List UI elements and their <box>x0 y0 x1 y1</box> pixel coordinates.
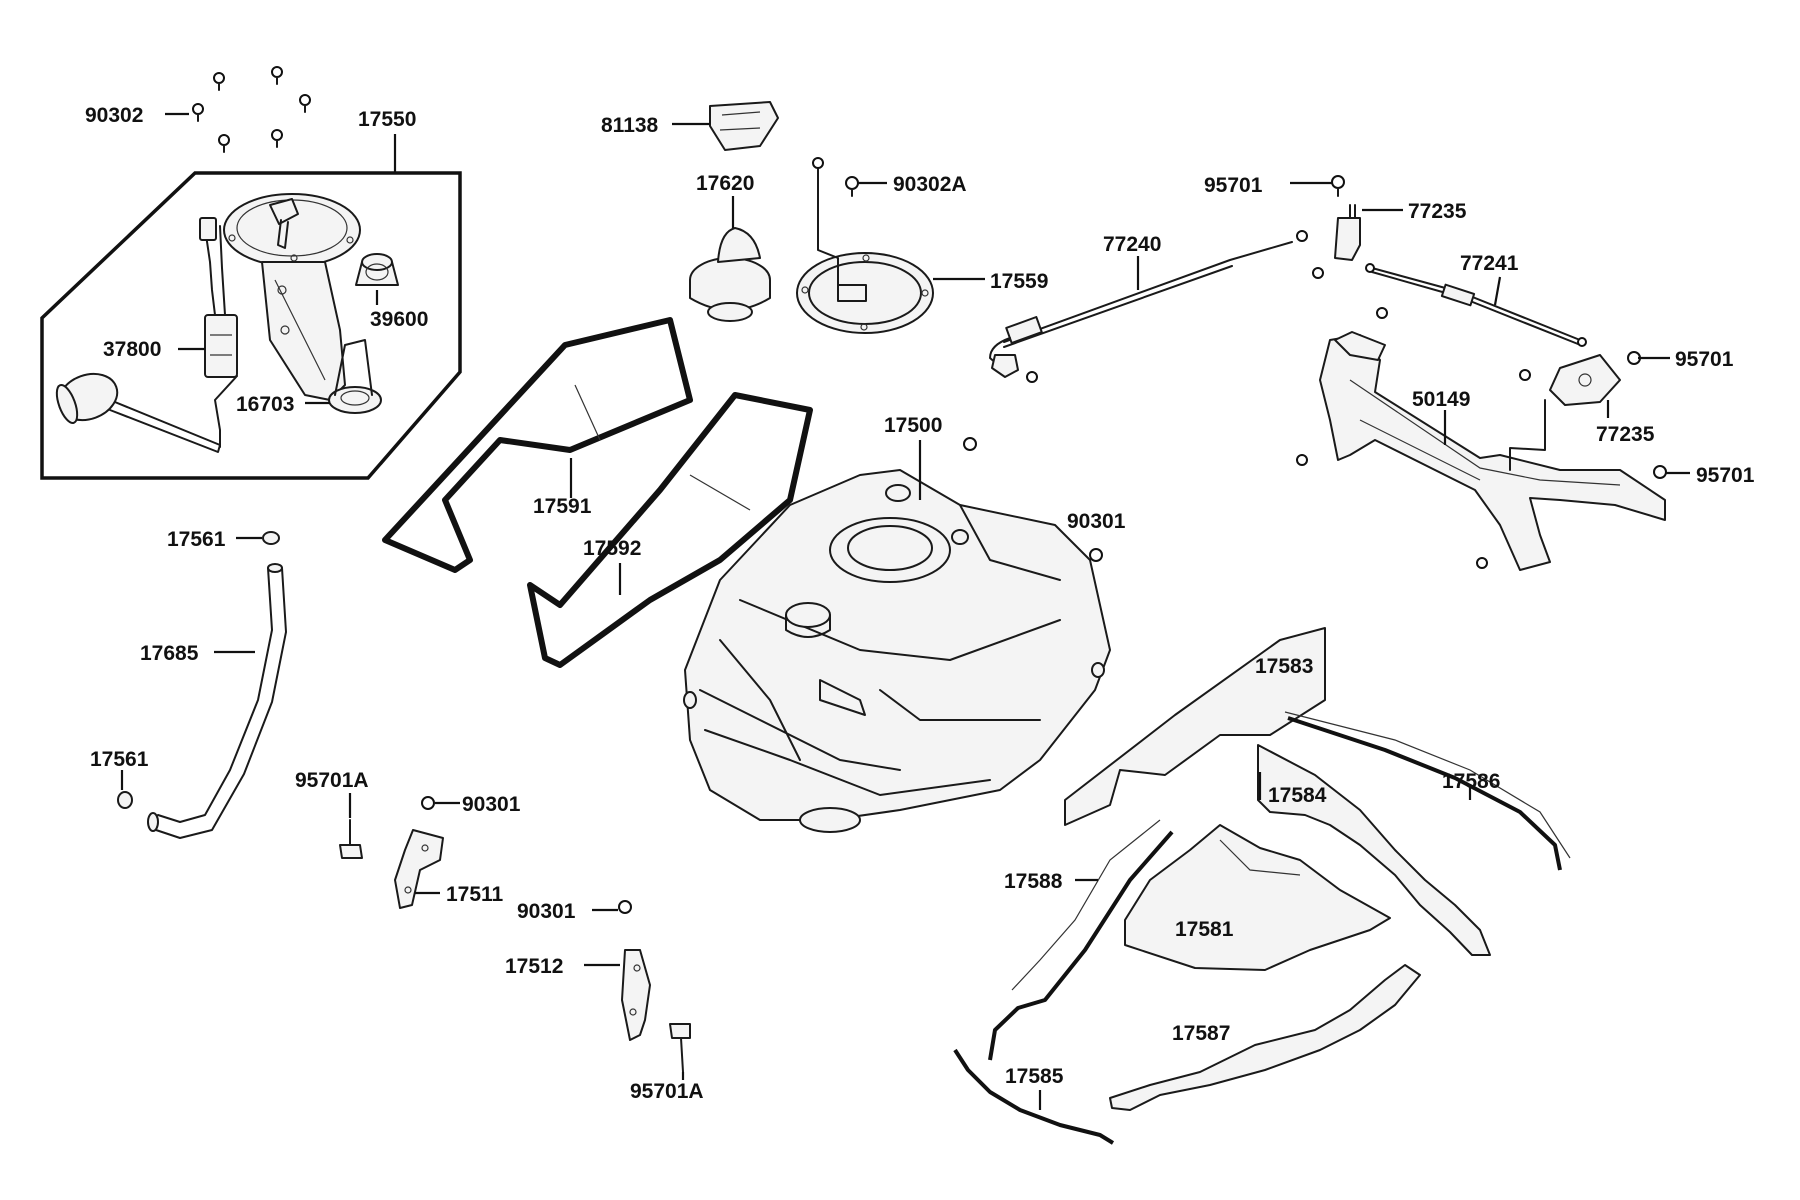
label-39600: 39600 <box>370 308 428 331</box>
label-17561-low: 17561 <box>90 748 149 771</box>
label-17592: 17592 <box>583 537 641 560</box>
label-81138: 81138 <box>601 114 659 137</box>
label-95701A-top: 95701A <box>295 769 369 792</box>
label-95701-low: 95701 <box>1696 464 1755 487</box>
label-50149: 50149 <box>1412 388 1470 411</box>
tank-brackets-group: 95701A 90301 17511 90301 17512 95701A <box>295 769 704 1103</box>
label-17591: 17591 <box>533 495 592 518</box>
part-17581-shield <box>1124 824 1391 971</box>
part-17559-gasket <box>796 252 934 334</box>
part-17585-strip <box>953 1048 1115 1145</box>
part-81138-bracket <box>709 101 779 151</box>
seat-lock-group: 77240 95701 77235 77241 <box>989 174 1755 571</box>
label-90302: 90302 <box>85 104 143 127</box>
label-17587: 17587 <box>1172 1022 1230 1045</box>
part-17586-strip <box>1287 716 1562 871</box>
label-17512: 17512 <box>505 955 563 978</box>
label-17550: 17550 <box>358 108 416 131</box>
label-77235-top: 77235 <box>1408 200 1467 223</box>
filler-cap-group: 81138 17620 17559 90302A <box>601 101 1048 334</box>
label-90301-b: 90301 <box>462 793 521 816</box>
part-17511-bracket <box>394 829 444 909</box>
part-39600-plug <box>355 253 399 286</box>
part-17592-pad <box>527 392 813 668</box>
label-17588: 17588 <box>1004 870 1063 893</box>
label-17559: 17559 <box>990 270 1048 293</box>
label-95701A-low: 95701A <box>630 1080 704 1103</box>
label-17585: 17585 <box>1005 1065 1064 1088</box>
label-17511: 17511 <box>446 883 504 906</box>
part-77240-cable <box>1003 241 1293 343</box>
label-17581: 17581 <box>1175 918 1234 941</box>
label-77241: 77241 <box>1460 252 1519 275</box>
hose-group: 17685 17561 17561 <box>90 528 287 839</box>
label-17620: 17620 <box>696 172 754 195</box>
label-17685: 17685 <box>140 642 199 665</box>
label-17586: 17586 <box>1442 770 1500 793</box>
pump-filter-ring <box>328 386 382 414</box>
heat-shields-group: 17583 17586 17584 17581 17588 17587 1758… <box>953 627 1571 1145</box>
part-50149-bracket <box>1319 334 1666 571</box>
part-77235-upper-latch <box>1334 217 1361 261</box>
part-17620-fuel-cap <box>689 227 771 322</box>
label-17561-top: 17561 <box>167 528 226 551</box>
label-95701-mid: 95701 <box>1675 348 1734 371</box>
label-37800: 37800 <box>103 338 161 361</box>
label-90301-c: 90301 <box>517 900 576 923</box>
part-17584-shield <box>1257 744 1491 956</box>
part-17588-strip <box>988 830 1174 1061</box>
pump-body <box>261 261 346 401</box>
label-95701-top: 95701 <box>1204 174 1263 197</box>
label-77235-low: 77235 <box>1596 423 1655 446</box>
label-90301-a: 90301 <box>1067 510 1126 533</box>
part-17591-pad <box>382 317 693 573</box>
label-17584: 17584 <box>1268 784 1327 807</box>
fuel-sender-unit <box>204 314 238 378</box>
part-17583-shield <box>1064 627 1326 826</box>
part-77235-lower-latch <box>1549 354 1621 406</box>
label-77240: 77240 <box>1103 233 1161 256</box>
tank-pads-group: 17591 17592 <box>382 317 813 668</box>
label-16703: 16703 <box>236 393 294 416</box>
part-17500-fuel-tank <box>683 469 1111 833</box>
label-90302A: 90302A <box>893 173 967 196</box>
part-17587-pad <box>1109 964 1421 1111</box>
fuel-pump-assembly-frame <box>40 171 462 480</box>
label-17500: 17500 <box>884 414 942 437</box>
part-17685-hose <box>157 567 273 823</box>
fuel-pump-assembly-group: 90302 17550 39600 37800 16703 <box>40 66 462 480</box>
label-17583: 17583 <box>1255 655 1313 678</box>
flange-screws <box>192 66 311 153</box>
part-17512-bracket <box>621 949 651 1041</box>
